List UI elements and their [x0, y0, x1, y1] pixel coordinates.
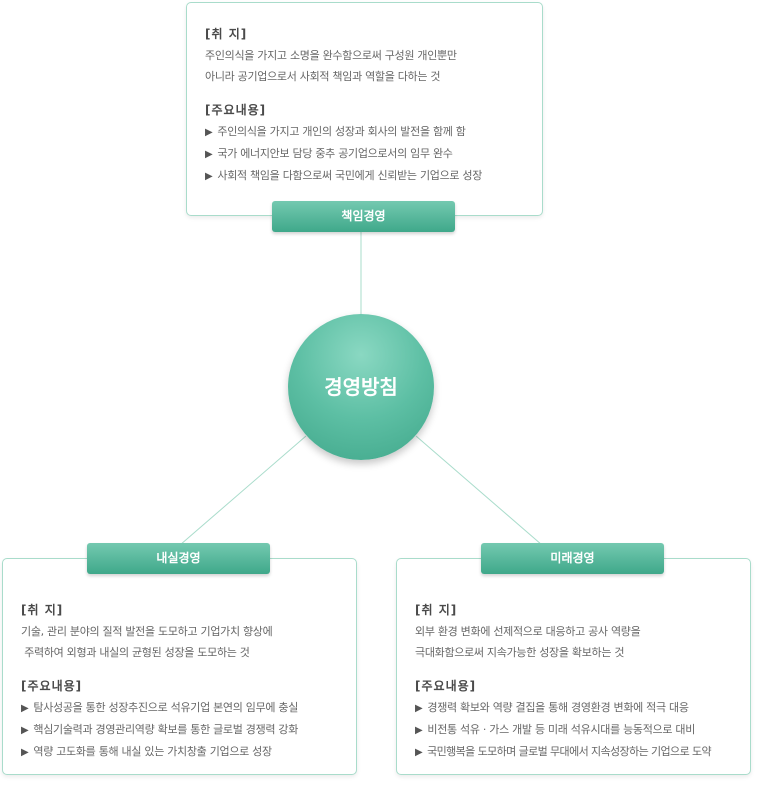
left-item-2-text: 핵심기술력과 경영관리역량 확보를 통한 글로벌 경쟁력 강화: [33, 723, 299, 736]
left-policy-box: [취 지] 기술, 관리 분야의 질적 발전을 도모하고 기업가치 향상에 주력…: [2, 558, 357, 775]
right-policy-box: [취 지] 외부 환경 변화에 선제적으로 대응하고 공사 역량을 극대화함으로…: [396, 558, 751, 775]
right-item-2: ▶ 비전통 석유 · 가스 개발 등 미래 석유시대를 능동적으로 대비: [415, 719, 740, 741]
top-purpose-line-2: 아니라 공기업으로서 사회적 책임과 역할을 다하는 것: [205, 70, 441, 83]
top-item-3-text: 사회적 책임을 다함으로써 국민에게 신뢰받는 기업으로 성장: [217, 169, 483, 182]
top-item-2-text: 국가 에너지안보 담당 중추 공기업으로서의 임무 완수: [217, 147, 453, 160]
right-item-1: ▶ 경쟁력 확보와 역량 결집을 통해 경영환경 변화에 적극 대응: [415, 697, 740, 719]
tab-substantial-management: 내실경영: [87, 543, 270, 574]
top-item-1-text: 주인의식을 가지고 개인의 성장과 회사의 발전을 함께 함: [217, 125, 466, 138]
connector-left: [179, 435, 307, 546]
triangle-right-icon: ▶: [205, 171, 213, 182]
left-item-2: ▶ 핵심기술력과 경영관리역량 확보를 통한 글로벌 경쟁력 강화: [21, 719, 346, 741]
right-purpose-line-1: 외부 환경 변화에 선제적으로 대응하고 공사 역량을: [415, 625, 641, 638]
left-item-1-text: 탐사성공을 통한 성장추진으로 석유기업 본연의 임무에 충실: [33, 701, 299, 714]
left-item-3-text: 역량 고도화를 통해 내실 있는 가치창출 기업으로 성장: [33, 745, 272, 758]
left-main-heading: [주요내용]: [21, 679, 83, 693]
triangle-right-icon: ▶: [21, 703, 29, 714]
right-purpose-heading: [취 지]: [415, 603, 458, 617]
triangle-right-icon: ▶: [205, 149, 213, 160]
right-item-3: ▶ 국민행복을 도모하며 글로벌 무대에서 지속성장하는 기업으로 도약: [415, 741, 740, 763]
right-item-3-text: 국민행복을 도모하며 글로벌 무대에서 지속성장하는 기업으로 도약: [427, 745, 712, 758]
right-main-heading: [주요내용]: [415, 679, 477, 693]
top-item-2: ▶ 국가 에너지안보 담당 중추 공기업으로서의 임무 완수: [205, 143, 532, 165]
left-purpose-heading: [취 지]: [21, 603, 64, 617]
triangle-right-icon: ▶: [205, 127, 213, 138]
triangle-right-icon: ▶: [415, 725, 423, 736]
left-purpose-line-2: 주력하여 외형과 내실의 균형된 성장을 도모하는 것: [21, 646, 250, 659]
center-management-policy: 경영방침: [288, 314, 434, 460]
left-item-1: ▶ 탐사성공을 통한 성장추진으로 석유기업 본연의 임무에 충실: [21, 697, 346, 719]
triangle-right-icon: ▶: [21, 725, 29, 736]
top-item-3: ▶ 사회적 책임을 다함으로써 국민에게 신뢰받는 기업으로 성장: [205, 165, 532, 187]
right-purpose-line-2: 극대화함으로써 지속가능한 성장을 확보하는 것: [415, 646, 625, 659]
tab-future-management: 미래경영: [481, 543, 664, 574]
top-main-heading: [주요내용]: [205, 103, 267, 117]
top-purpose-heading: [취 지]: [205, 27, 248, 41]
triangle-right-icon: ▶: [415, 747, 423, 758]
left-purpose-line-1: 기술, 관리 분야의 질적 발전을 도모하고 기업가치 향상에: [21, 625, 273, 638]
top-item-1: ▶ 주인의식을 가지고 개인의 성장과 회사의 발전을 함께 함: [205, 121, 532, 143]
triangle-right-icon: ▶: [415, 703, 423, 714]
tab-responsible-management: 책임경영: [272, 201, 455, 232]
left-item-3: ▶ 역량 고도화를 통해 내실 있는 가치창출 기업으로 성장: [21, 741, 346, 763]
right-item-2-text: 비전통 석유 · 가스 개발 등 미래 석유시대를 능동적으로 대비: [427, 723, 696, 736]
connector-right: [415, 435, 543, 546]
top-purpose-line-1: 주인의식을 가지고 소명을 완수함으로써 구성원 개인뿐만: [205, 49, 457, 62]
top-policy-box: [취 지] 주인의식을 가지고 소명을 완수함으로써 구성원 개인뿐만 아니라 …: [186, 2, 543, 216]
right-item-1-text: 경쟁력 확보와 역량 결집을 통해 경영환경 변화에 적극 대응: [427, 701, 689, 714]
triangle-right-icon: ▶: [21, 747, 29, 758]
